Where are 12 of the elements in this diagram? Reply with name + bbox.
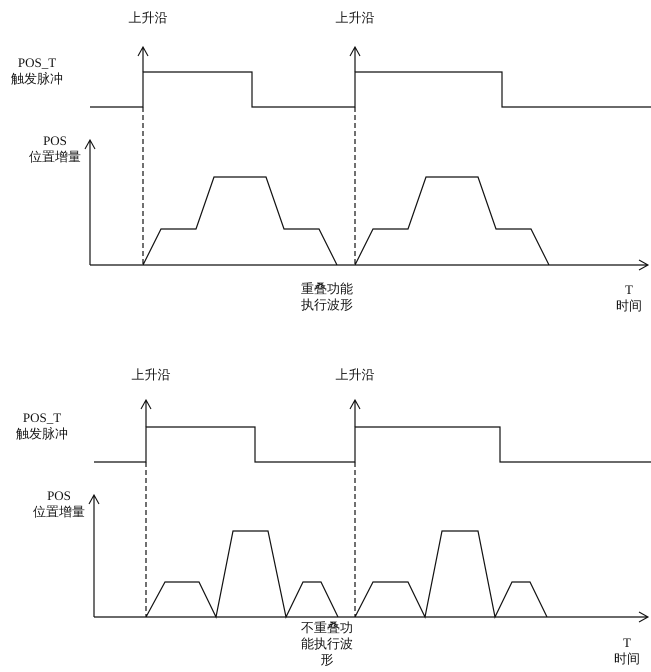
- axis-title: POS 位置增量: [28, 133, 82, 165]
- rising-edge-text: 上升沿: [128, 10, 168, 26]
- waveform-caption: 重叠功能执行波形: [300, 281, 354, 313]
- axis-title: T 时间: [613, 635, 641, 667]
- waveform-caption: 不重叠功能执行波形: [300, 620, 354, 668]
- rising-edge-text: 上升沿: [334, 10, 376, 26]
- rising-edge-text: 上升沿: [334, 367, 376, 383]
- signal-name: POS_T 触发脉冲: [15, 410, 69, 442]
- axis-title: T 时间: [615, 282, 643, 314]
- axis-title: POS 位置增量: [32, 488, 86, 520]
- rising-edge-text: 上升沿: [130, 367, 172, 383]
- signal-name: POS_T 触发脉冲: [10, 55, 64, 87]
